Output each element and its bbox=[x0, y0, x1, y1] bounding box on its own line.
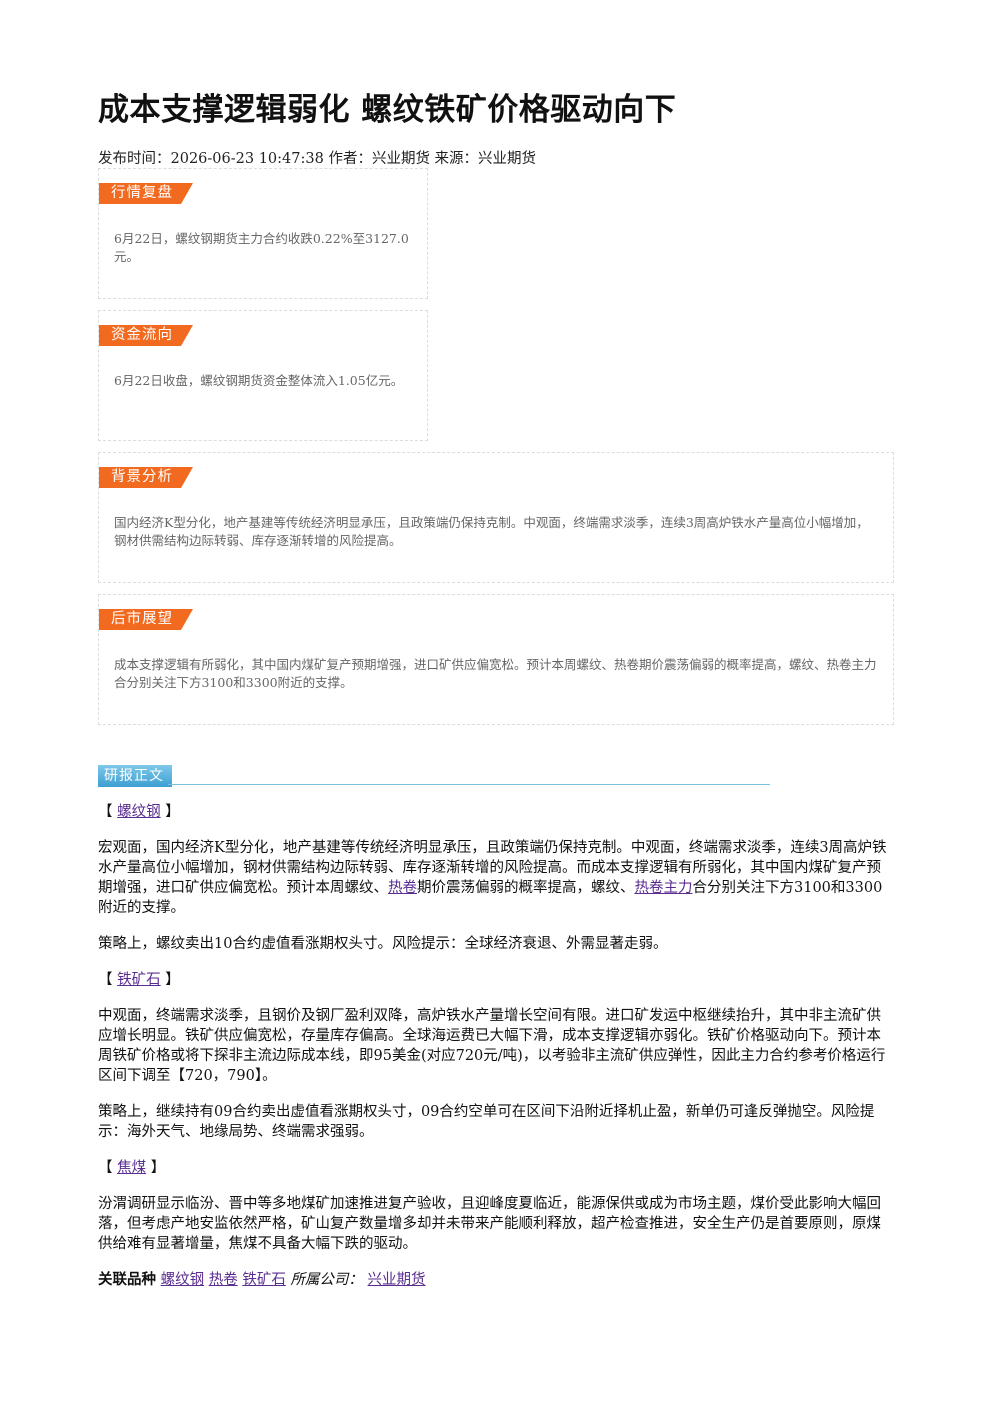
article-meta: 发布时间：2026-06-23 10:47:38 作者：兴业期货 来源：兴业期货 bbox=[98, 151, 537, 167]
report-section-header: 研报正文 bbox=[98, 765, 770, 787]
related-link-hot-coil[interactable]: 热卷 bbox=[208, 1272, 238, 1288]
related-products: 关联品种 螺纹钢 热卷 铁矿石 所属公司： 兴业期货 bbox=[98, 1270, 892, 1290]
summary-text: 成本支撑逻辑有所弱化，其中国内煤矿复产预期增强，进口矿供应偏宽松。预计本周螺纹、… bbox=[114, 657, 877, 690]
company-link[interactable]: 兴业期货 bbox=[367, 1272, 426, 1288]
iron-ore-paragraph: 中观面，终端需求淡季，且钢价及钢厂盈利双降，高炉铁水产量增长空间有限。进口矿发运… bbox=[98, 1008, 886, 1084]
page-title: 成本支撑逻辑弱化 螺纹铁矿价格驱动向下 bbox=[98, 92, 677, 128]
section-heading-iron-ore: 【 铁矿石 】 bbox=[98, 972, 180, 988]
summary-box-market-review: 行情复盘 6月22日，螺纹钢期货主力合约收跌0.22%至3127.0元。 bbox=[98, 168, 428, 299]
company-label: 所属公司： bbox=[290, 1272, 363, 1288]
related-products-label: 关联品种 bbox=[98, 1271, 156, 1288]
summary-text: 6月22日收盘，螺纹钢期货资金整体流入1.05亿元。 bbox=[114, 373, 404, 388]
summary-tag: 资金流向 bbox=[99, 325, 193, 346]
summary-text: 6月22日，螺纹钢期货主力合约收跌0.22%至3127.0元。 bbox=[114, 231, 409, 264]
report-divider bbox=[168, 784, 770, 785]
rebar-paragraph: 宏观面，国内经济K型分化，地产基建等传统经济明显承压，且政策端仍保持克制。中观面… bbox=[98, 840, 887, 916]
summary-tag: 背景分析 bbox=[99, 467, 193, 488]
hot-coil-main-link[interactable]: 热卷主力 bbox=[634, 880, 693, 896]
rebar-strategy: 策略上，螺纹卖出10合约虚值看涨期权头寸。风险提示：全球经济衰退、外需显著走弱。 bbox=[98, 936, 668, 952]
summary-tag: 后市展望 bbox=[99, 609, 193, 630]
coking-coal-link[interactable]: 焦煤 bbox=[117, 1160, 147, 1176]
rebar-link[interactable]: 螺纹钢 bbox=[117, 804, 161, 820]
summary-box-background: 背景分析 国内经济K型分化，地产基建等传统经济明显承压，且政策端仍保持克制。中观… bbox=[98, 452, 894, 583]
iron-ore-link[interactable]: 铁矿石 bbox=[117, 972, 161, 988]
related-link-rebar[interactable]: 螺纹钢 bbox=[160, 1272, 205, 1288]
iron-ore-strategy: 策略上，继续持有09合约卖出虚值看涨期权头寸，09合约空单可在区间下沿附近择机止… bbox=[98, 1104, 875, 1140]
coking-coal-paragraph: 汾渭调研显示临汾、晋中等多地煤矿加速推进复产验收，且迎峰度夏临近，能源保供或成为… bbox=[98, 1196, 881, 1252]
section-heading-rebar: 【 螺纹钢 】 bbox=[98, 804, 180, 820]
summary-tag: 行情复盘 bbox=[99, 183, 193, 204]
summary-box-outlook: 后市展望 成本支撑逻辑有所弱化，其中国内煤矿复产预期增强，进口矿供应偏宽松。预计… bbox=[98, 594, 894, 725]
summary-box-fund-flow: 资金流向 6月22日收盘，螺纹钢期货资金整体流入1.05亿元。 bbox=[98, 310, 428, 441]
section-heading-coking-coal: 【 焦煤 】 bbox=[98, 1160, 166, 1176]
summary-text: 国内经济K型分化，地产基建等传统经济明显承压，且政策端仍保持克制。中观面，终端需… bbox=[114, 515, 869, 548]
related-link-iron-ore[interactable]: 铁矿石 bbox=[242, 1272, 286, 1288]
report-tag: 研报正文 bbox=[98, 765, 172, 787]
hot-coil-link[interactable]: 热卷 bbox=[388, 880, 417, 896]
